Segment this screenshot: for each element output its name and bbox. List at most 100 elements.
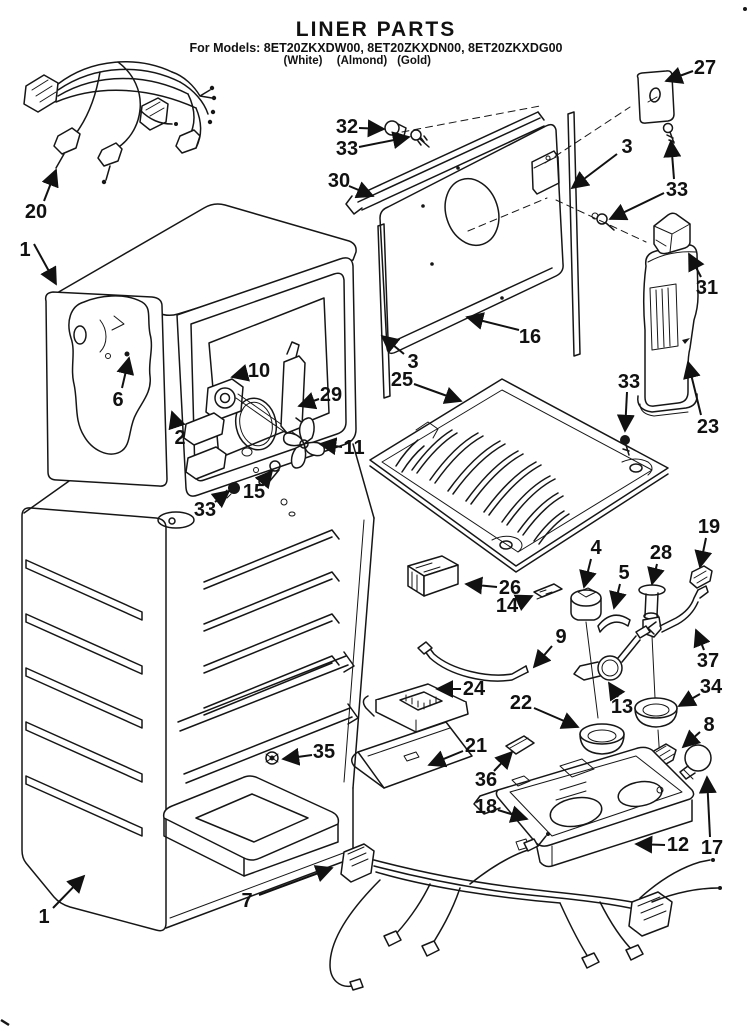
callout-1: 1 — [19, 239, 30, 261]
leader-line-14 — [513, 594, 534, 611]
leader-line-35 — [281, 747, 313, 766]
callout-8: 8 — [703, 714, 714, 736]
leader-line-8 — [681, 729, 702, 749]
callout-15: 15 — [243, 481, 265, 503]
spacer-plate — [533, 583, 563, 600]
leader-line-32 — [358, 119, 386, 138]
leader-line-3 — [380, 334, 405, 355]
callout-18: 18 — [475, 796, 497, 818]
callout-14: 14 — [496, 595, 519, 617]
air-tower — [637, 212, 699, 417]
air-duct-plate — [68, 295, 153, 455]
leader-line-6 — [116, 356, 135, 389]
thermostat-part — [570, 587, 602, 621]
leader-line-37 — [693, 628, 711, 651]
leader-line-33 — [616, 391, 635, 433]
retainer-clip — [597, 614, 631, 633]
freezer-top-face — [49, 203, 357, 317]
side-trim-strip-left — [377, 223, 391, 399]
leader-line-36 — [493, 750, 514, 772]
screw — [410, 129, 430, 148]
small-plate — [505, 735, 535, 755]
callout-37: 37 — [697, 650, 719, 672]
callout-33: 33 — [618, 371, 640, 393]
mounting-plate — [544, 70, 675, 243]
callout-7: 7 — [241, 890, 252, 912]
leader-line-34 — [677, 690, 701, 707]
leader-line-17 — [698, 775, 717, 838]
callout-3: 3 — [407, 351, 418, 373]
callout-27: 27 — [694, 57, 716, 79]
callout-1: 1 — [38, 906, 49, 928]
clamp-bracket — [573, 625, 651, 681]
callout-20: 20 — [25, 201, 47, 223]
freezer-liner — [44, 203, 357, 529]
leader-line-33 — [663, 139, 682, 180]
callout-24: 24 — [463, 678, 486, 700]
leader-line-31 — [688, 252, 705, 278]
callout-21: 21 — [465, 735, 487, 757]
leader-line-20 — [41, 168, 59, 202]
leader-line-29 — [297, 392, 320, 410]
air-duct-assembly — [362, 683, 469, 733]
leader-line-13 — [608, 681, 626, 702]
leader-line-15 — [254, 469, 274, 490]
trim-bowl-left — [579, 723, 625, 755]
crisper-pan — [162, 775, 340, 877]
bottom-wire-harness — [329, 832, 722, 991]
leader-line-11 — [318, 437, 343, 456]
leader-line-4 — [579, 558, 597, 589]
leader-line-33 — [358, 131, 411, 150]
top-trim-rail — [345, 111, 545, 215]
callout-29: 29 — [320, 384, 342, 406]
scan-marks — [0, 7, 747, 1027]
screw — [591, 212, 615, 231]
callout-36: 36 — [475, 769, 497, 791]
screw — [662, 122, 675, 144]
screw — [620, 435, 630, 456]
defrost-control-box — [407, 555, 459, 597]
callout-16: 16 — [519, 326, 541, 348]
leader-line-19 — [694, 537, 713, 569]
evaporator-cover-panel — [345, 105, 615, 399]
shelf-rails-right — [177, 529, 359, 784]
leader-line-2 — [168, 410, 186, 431]
liner-cabinet — [21, 443, 375, 932]
callout-13: 13 — [611, 696, 633, 718]
leader-line-25 — [413, 383, 463, 404]
leader-line-5 — [609, 583, 627, 610]
leader-line-21 — [427, 750, 464, 768]
callout-6: 6 — [112, 389, 123, 411]
leader-line-27 — [664, 66, 694, 84]
grommet-fastener — [265, 751, 279, 765]
side-trim-strip-right — [567, 111, 581, 357]
leader-line-16 — [465, 312, 520, 331]
air-tower-cap — [653, 212, 691, 255]
light-shield — [351, 721, 473, 789]
tower-grille — [649, 283, 679, 351]
screw-cap — [384, 120, 407, 137]
leader-line-1 — [33, 243, 57, 286]
shelf-rails-left — [25, 559, 143, 837]
freezer-shelf-panel — [369, 378, 669, 573]
callout-35: 35 — [313, 741, 335, 763]
leader-line-22 — [533, 707, 580, 729]
callout-2: 2 — [174, 427, 185, 449]
callout-25: 25 — [391, 369, 413, 391]
leader-line-3 — [570, 153, 618, 190]
leader-line-9 — [532, 645, 553, 669]
callout-12: 12 — [667, 834, 689, 856]
callout-4: 4 — [590, 537, 602, 559]
callout-30: 30 — [328, 170, 350, 192]
control-housing — [473, 746, 695, 868]
callout-31: 31 — [696, 277, 718, 299]
vent-slots — [395, 429, 570, 545]
callout-32: 32 — [336, 116, 358, 138]
top-wire-harness — [23, 61, 217, 185]
callout-33: 33 — [194, 499, 216, 521]
callout-26: 26 — [499, 577, 521, 599]
leader-line-33 — [210, 489, 231, 509]
callout-33: 33 — [666, 179, 688, 201]
